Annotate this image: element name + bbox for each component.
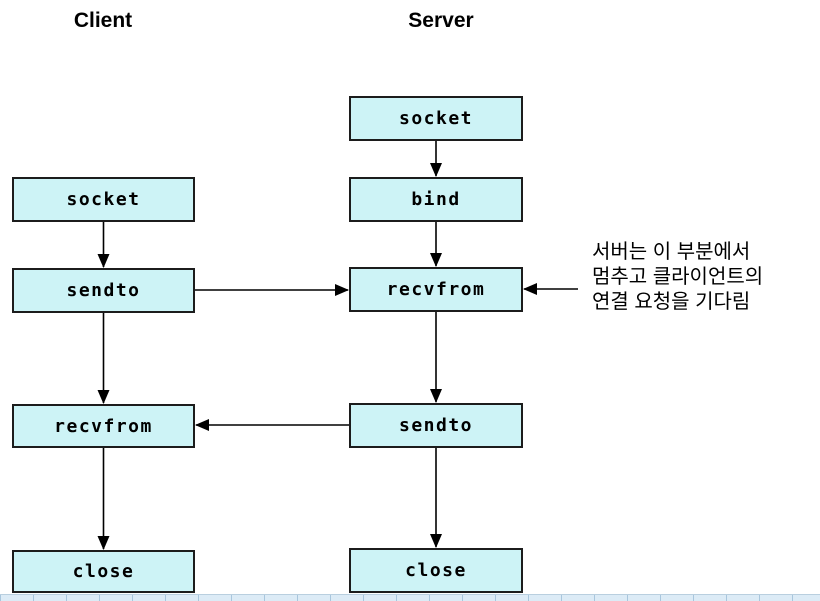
server-column-header: Server <box>408 9 474 32</box>
client-column-header: Client <box>73 9 133 32</box>
server-sendto-box: sendto <box>349 403 523 448</box>
client-recvfrom-box: recvfrom <box>12 404 195 448</box>
annotation-line-1: 서버는 이 부분에서 <box>592 241 751 263</box>
annotation-line-3: 연결 요청을 기다림 <box>592 291 751 313</box>
server-close-box: close <box>349 548 523 593</box>
server-bind-box: bind <box>349 177 523 222</box>
bottom-edge-strip <box>0 594 820 601</box>
client-socket-box: socket <box>12 177 195 222</box>
client-close-box: close <box>12 550 195 593</box>
server-recvfrom-box: recvfrom <box>349 267 523 312</box>
server-wait-annotation: 서버는 이 부분에서 멈추고 클라이언트의 연결 요청을 기다림 <box>592 240 820 315</box>
client-sendto-box: sendto <box>12 268 195 313</box>
server-socket-box: socket <box>349 96 523 141</box>
annotation-line-2: 멈추고 클라이언트의 <box>592 266 764 288</box>
